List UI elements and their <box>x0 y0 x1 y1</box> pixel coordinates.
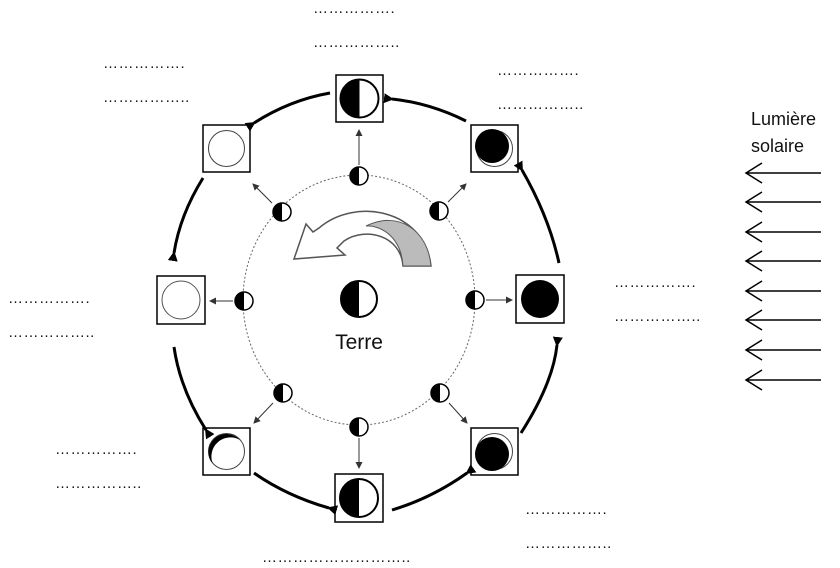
blank-top-left-1: ……………. <box>103 55 185 72</box>
phase-first-quarter <box>335 74 384 123</box>
blank-bottom-left-2: …………….. <box>55 475 142 492</box>
orbit-moon-small-bottom <box>349 417 369 469</box>
blank-top-1: ……………. <box>313 0 395 17</box>
earth-label: Terre <box>335 331 383 354</box>
phase-last-quarter <box>334 473 384 523</box>
blank-right-1: ……………. <box>614 274 696 291</box>
phase-waxing-crescent <box>470 124 519 173</box>
phase-full-moon <box>156 275 206 325</box>
sunlight-arrow-icon <box>744 162 821 391</box>
rotation-arrow-icon <box>292 210 432 267</box>
blank-bottom-right-1: ……………. <box>525 501 607 518</box>
blank-right-2: …………….. <box>614 308 701 325</box>
blank-bottom: ……………………….. <box>262 549 411 566</box>
phase-waning-gibbous <box>202 427 251 476</box>
blank-top-2: …………….. <box>313 34 400 51</box>
earth-icon <box>340 280 378 318</box>
orbit-moon-small-bottom-right <box>430 383 468 424</box>
blank-top-right-2: …………….. <box>497 96 584 113</box>
blank-bottom-right-2: …………….. <box>525 535 612 552</box>
orbit-moon-small-left <box>209 291 254 311</box>
orbit-moon-small-top-right <box>429 183 467 221</box>
blank-left-2: …………….. <box>8 324 95 341</box>
blank-left-1: ……………. <box>8 290 90 307</box>
blank-bottom-left-1: ……………. <box>55 441 137 458</box>
phase-waxing-gibbous <box>202 124 251 173</box>
orbit-moon-small-top-left <box>252 183 292 222</box>
orbit-moon-small-top <box>349 129 369 186</box>
blank-top-right-1: ……………. <box>497 62 579 79</box>
phase-new-moon <box>515 274 565 324</box>
phase-waning-crescent <box>470 427 519 476</box>
sunlight-label-line2: solaire <box>751 136 804 156</box>
orbit-moon-small-right <box>465 290 513 310</box>
orbit-moon-small-bottom-left <box>253 383 293 424</box>
blank-top-left-2: …………….. <box>103 89 190 106</box>
phase-sequence-arrows <box>167 91 563 516</box>
sunlight-label-line1: Lumière <box>751 109 816 129</box>
